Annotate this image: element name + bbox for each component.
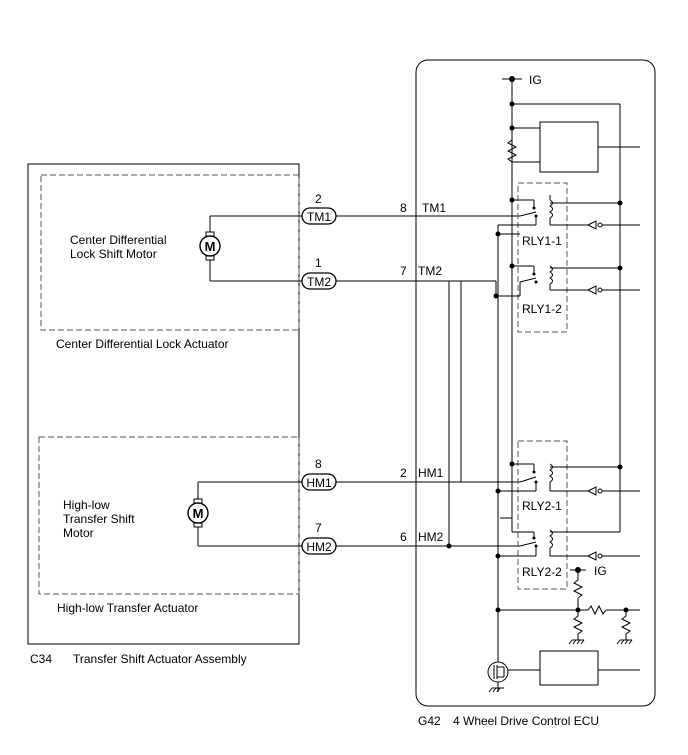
ecu-pin-hm2: 6 (400, 530, 407, 544)
terminal-tm2: TM2 (301, 272, 337, 290)
ecu-pin-hm1: 2 (400, 466, 407, 480)
mosfet-icon (487, 661, 509, 693)
terminal-hm1-actuator-pin: 8 (315, 457, 322, 471)
relay-rly2-1: RLY2-1 (495, 461, 565, 513)
high-low-motor-symbol: M (193, 506, 204, 521)
ecu-pin-tm1: 8 (400, 201, 407, 215)
terminal-tm1: TM1 (301, 207, 337, 225)
ecu-label-hm2: HM2 (418, 530, 444, 544)
ground-icon-2 (616, 639, 633, 645)
ecu-box (415, 59, 656, 707)
terminal-hm2-label: HM2 (306, 540, 332, 554)
rly2-group (517, 440, 568, 590)
relay-rly2-1-label: RLY2-1 (522, 499, 562, 513)
terminal-hm1-label: HM1 (306, 476, 332, 490)
terminal-hm1: HM1 (301, 473, 337, 491)
terminal-hm2-actuator-pin: 7 (315, 521, 322, 535)
ecu-pin-tm2: 7 (400, 264, 407, 278)
ecu-label-tm1: TM1 (422, 201, 446, 215)
terminal-tm2-label: TM2 (307, 275, 331, 289)
terminal-tm1-actuator-pin: 2 (315, 192, 322, 206)
terminal-tm2-actuator-pin: 1 (315, 256, 322, 270)
ecu-label-tm2: TM2 (418, 264, 442, 278)
ecu-connector-code: G42 (418, 714, 441, 728)
ecu-ig-top-label: IG (529, 73, 542, 87)
actuator-assembly-name: Transfer Shift Actuator Assembly (73, 652, 247, 666)
ecu-ic-block-bottom (539, 650, 599, 686)
ecu-name: 4 Wheel Drive Control ECU (453, 714, 599, 728)
ecu-ic-block-top (539, 121, 599, 173)
ecu-ig-bottom-label: IG (594, 564, 607, 578)
actuator-assembly-box (27, 163, 300, 645)
high-low-motor-label-2: Transfer Shift (63, 512, 135, 526)
center-diff-motor-icon: M (199, 216, 221, 281)
relay-rly2-2: RLY2-2 (495, 517, 565, 579)
center-diff-motor-label-2: Lock Shift Motor (70, 247, 157, 261)
relay-rly1-2: RLY1-2 (496, 263, 565, 316)
high-low-actuator-name: High-low Transfer Actuator (57, 601, 198, 615)
relay-rly1-1-label: RLY1-1 (522, 234, 562, 248)
high-low-motor-label-1: High-low (63, 498, 110, 512)
ground-icon-1 (568, 639, 585, 645)
center-diff-motor-symbol: M (205, 239, 216, 254)
high-low-motor-label-3: Motor (63, 526, 94, 540)
terminal-tm1-label: TM1 (307, 210, 331, 224)
terminal-hm2: HM2 (301, 537, 337, 555)
ecu-label-hm1: HM1 (418, 466, 444, 480)
center-diff-motor-label-1: Center Differential (70, 233, 167, 247)
actuator-connector-code: C34 (30, 652, 52, 666)
high-low-actuator-box (38, 436, 300, 595)
relay-rly2-2-label: RLY2-2 (522, 565, 562, 579)
relay-rly1-2-label: RLY1-2 (522, 302, 562, 316)
high-low-motor-icon: M (187, 482, 209, 546)
center-diff-actuator-box (40, 174, 300, 331)
center-diff-actuator-name: Center Differential Lock Actuator (56, 337, 229, 351)
relay-rly1-1: RLY1-1 (495, 195, 565, 248)
